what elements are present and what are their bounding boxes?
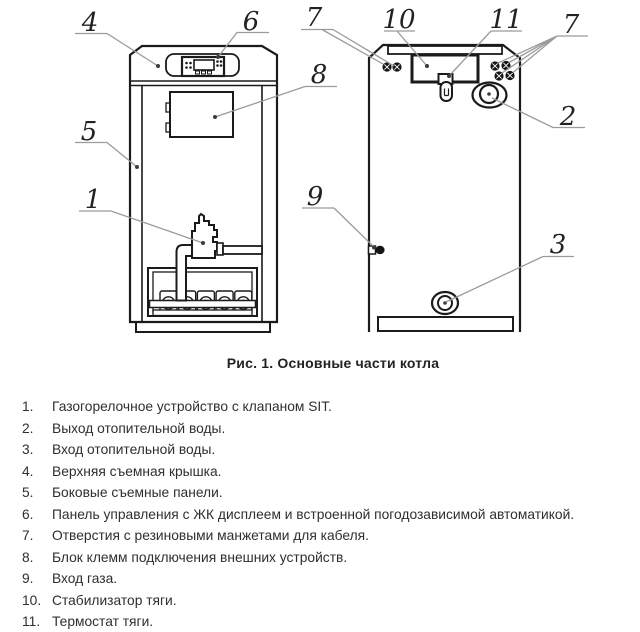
part-item-7: 7. Отверстия с резиновыми манжетами для к… — [22, 525, 630, 547]
terminal-block-door — [165, 91, 234, 138]
cable-grommets-left — [382, 62, 402, 72]
water-inlet — [430, 290, 460, 316]
door-hinge-bottom — [165, 122, 171, 133]
part-description: Газогорелочное устройство с клапаном SIT… — [52, 399, 332, 414]
door-hinge-top — [165, 102, 171, 113]
callout-8: 8 — [311, 60, 328, 90]
callout-numbers: 4 6 5 1 8 7 10 11 7 2 9 3 — [81, 3, 580, 260]
part-description: Вход газа. — [52, 571, 118, 586]
part-description: Выход отопительной воды. — [52, 420, 226, 436]
callout-11: 11 — [489, 5, 522, 35]
boiler-front-view — [128, 44, 279, 333]
part-description: Блок клемм подключения внешних устройств… — [52, 549, 348, 565]
figure-caption: Рис. 1. Основные части котла — [226, 355, 440, 371]
part-item-6: 6. Панель управления с ЖК дисплеем и встр… — [22, 504, 630, 526]
part-item-10: 10. Стабилизатор тяги. — [22, 590, 630, 612]
part-description: Отверстия с резиновыми манжетами для каб… — [52, 528, 369, 543]
part-number: 4. — [22, 463, 34, 479]
gas-inlet-stub — [367, 245, 385, 255]
part-description: Боковые съемные панели. — [52, 485, 223, 500]
callout-5: 5 — [81, 117, 98, 147]
gas-pipe-right — [222, 245, 263, 255]
burner-assembly — [147, 212, 263, 317]
boiler-rear-view — [367, 43, 522, 332]
top-cover-bottom-lines — [130, 80, 277, 87]
panel-buttons-bottom — [195, 70, 212, 75]
part-item-3: 3. Вход отопительной воды. — [22, 439, 630, 461]
control-panel — [165, 53, 240, 78]
part-item-11: 11. Термостат тяги. — [22, 611, 630, 632]
part-item-1: 1. Газогорелочное устройство с клапаном S… — [22, 396, 630, 418]
callout-7-left: 7 — [306, 3, 323, 33]
part-description: Термостат тяги. — [52, 614, 154, 629]
part-number: 7. — [22, 528, 34, 543]
part-item-2: 2. Выход отопительной воды. — [22, 418, 630, 440]
part-description: Вход отопительной воды. — [52, 442, 216, 457]
callout-2: 2 — [559, 102, 577, 132]
leader-dots — [135, 55, 451, 250]
cable-grommets-right — [490, 60, 515, 81]
callout-1: 1 — [85, 185, 102, 215]
gas-valve-sit — [191, 212, 218, 259]
burner-rail-front — [148, 299, 257, 309]
burner-rail-lower — [152, 309, 253, 317]
part-item-4: 4. Верхняя съемная крышка. — [22, 461, 630, 483]
front-base-plate — [135, 321, 271, 333]
part-description: Верхняя съемная крышка. — [52, 463, 222, 479]
part-description: Стабилизатор тяги. — [52, 592, 177, 608]
draft-thermostat — [437, 73, 454, 102]
callout-7-right: 7 — [563, 10, 580, 40]
part-number: 8. — [22, 549, 34, 565]
part-description: Панель управления с ЖК дисплеем и встрое… — [52, 506, 575, 522]
part-item-8: 8. Блок клемм подключения внешних устройс… — [22, 547, 630, 569]
parts-list: 1. Газогорелочное устройство с клапаном S… — [0, 396, 640, 632]
part-number: 10. — [22, 592, 42, 608]
callout-9: 9 — [307, 182, 324, 212]
gas-pipe-down — [175, 244, 193, 302]
callout-3: 3 — [550, 230, 567, 260]
panel-buttons-left — [185, 61, 192, 69]
part-number: 9. — [22, 571, 34, 586]
water-outlet — [471, 81, 508, 109]
panel-buttons-right — [216, 60, 223, 67]
callout-10: 10 — [382, 5, 415, 35]
rear-base-plate — [377, 316, 514, 332]
part-number: 3. — [22, 442, 34, 457]
flue-collar-plate — [387, 45, 503, 55]
figure-1: 4 6 5 1 8 7 10 11 7 2 9 3 Рис. 1. Основн… — [75, 3, 588, 371]
boiler-diagram: 4 6 5 1 8 7 10 11 7 2 9 3 — [75, 3, 588, 333]
rear-body-outline — [367, 43, 522, 332]
part-number: 2. — [22, 420, 34, 436]
part-number: 1. — [22, 399, 34, 414]
part-item-9: 9. Вход газа. — [22, 568, 630, 590]
callout-4: 4 — [81, 8, 99, 38]
side-panel-edges — [141, 85, 263, 322]
lcd-screen — [193, 59, 215, 71]
part-number: 6. — [22, 506, 34, 522]
part-number: 11. — [22, 614, 41, 629]
part-item-5: 5. Боковые съемные панели. — [22, 482, 630, 504]
leader-lines — [75, 28, 588, 303]
front-body-outline — [128, 44, 279, 324]
callout-6: 6 — [243, 7, 260, 37]
part-number: 5. — [22, 485, 34, 500]
